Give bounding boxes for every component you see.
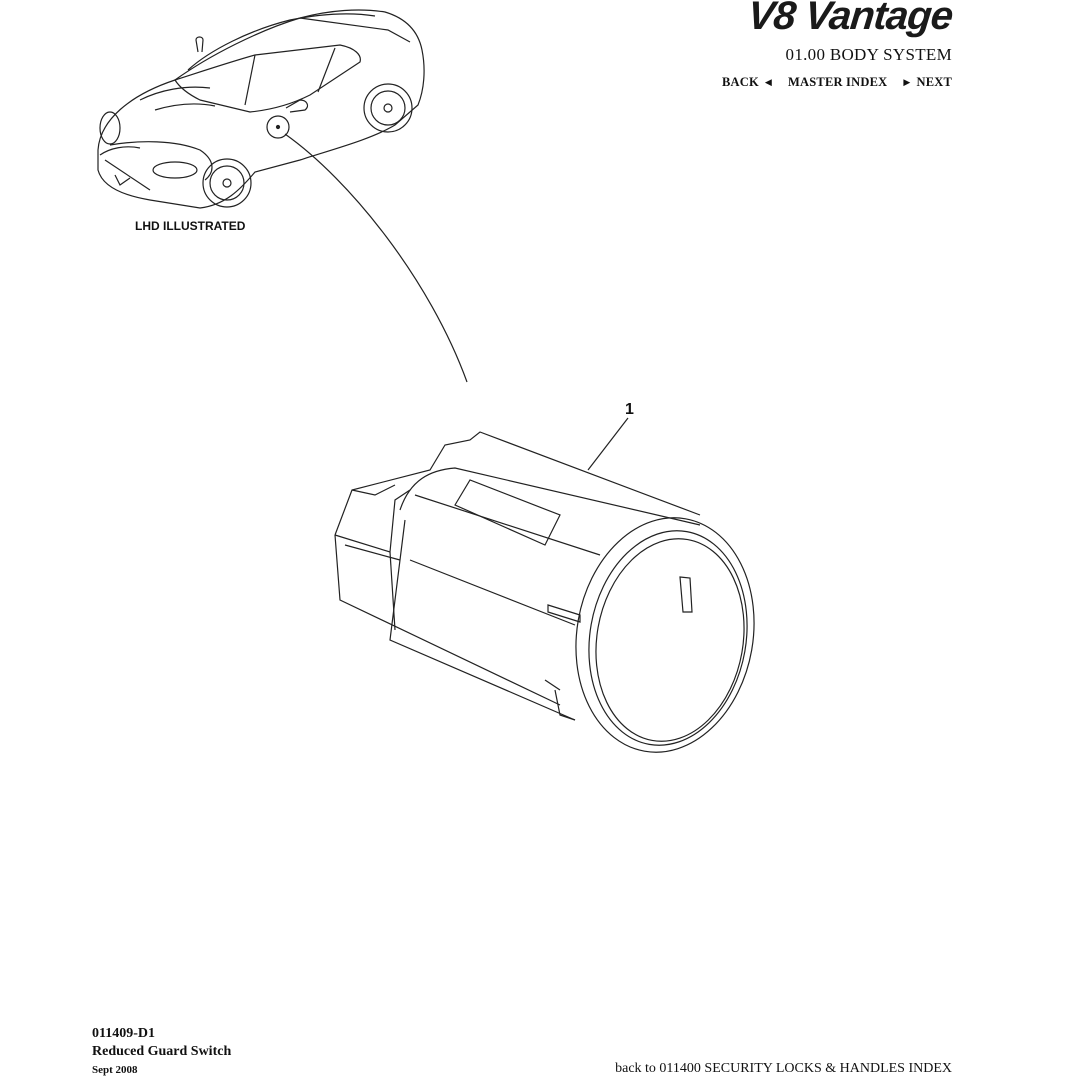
switch-illustration: [335, 432, 772, 766]
car-illustration: [98, 10, 424, 208]
navigation-bar: BACK ◀ MASTER INDEX ▶ NEXT: [722, 75, 952, 90]
section-title: 01.00 BODY SYSTEM: [785, 45, 952, 64]
issue-date: Sept 2008: [92, 1064, 138, 1076]
part-name: Reduced Guard Switch: [92, 1044, 232, 1059]
triangle-left-icon[interactable]: ◀: [764, 77, 773, 87]
part-code: 011409-D1: [92, 1026, 155, 1041]
triangle-right-icon[interactable]: ▶: [903, 77, 911, 87]
master-index-link[interactable]: MASTER INDEX: [788, 75, 888, 89]
part-info: 011409-D1 Reduced Guard Switch Sept 2008: [92, 1025, 231, 1079]
brand-logo: V8 Vantage: [745, 0, 955, 38]
back-link[interactable]: BACK: [722, 75, 759, 89]
car-caption: LHD ILLUSTRATED: [135, 219, 246, 233]
callout-leader: [588, 418, 628, 470]
callout-number: 1: [625, 401, 634, 418]
leader-line: [285, 134, 467, 382]
index-link[interactable]: back to 011400 SECURITY LOCKS & HANDLES …: [615, 1061, 952, 1076]
next-link[interactable]: NEXT: [916, 75, 952, 89]
